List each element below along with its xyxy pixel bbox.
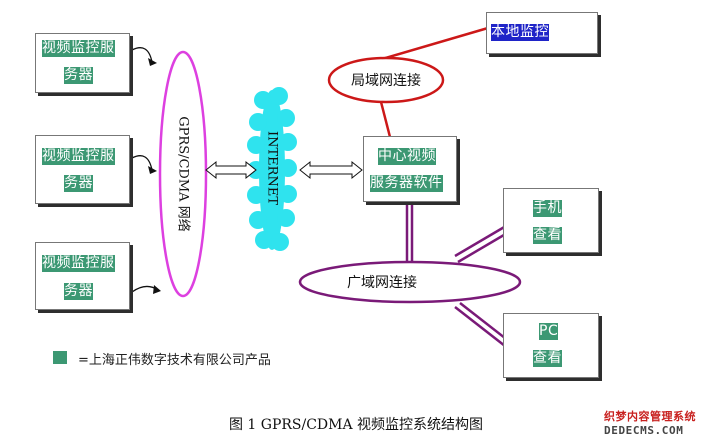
server-label-line1: 中心视频 bbox=[378, 148, 436, 165]
gprs-ellipse bbox=[158, 50, 208, 298]
lan-line-to-local bbox=[371, 26, 489, 64]
lan-label: 局域网连接 bbox=[351, 72, 421, 89]
wan-line-phone-a bbox=[454, 224, 507, 258]
camera-arrow-2 bbox=[131, 155, 153, 171]
figure-caption: 图 1 GPRS/CDMA 视频监控系统结构图 bbox=[228, 417, 484, 433]
internet-label: INTERNET bbox=[265, 131, 280, 205]
camera-server-label-line2: 务器 bbox=[64, 175, 93, 192]
camera-server-label-line1: 视频监控服 bbox=[42, 40, 115, 57]
camera-arrow-1 bbox=[131, 47, 153, 63]
camera-arrowhead-3 bbox=[153, 285, 161, 294]
pc-view-box: PC 查看 bbox=[503, 313, 599, 378]
phone-view-box: 手机 查看 bbox=[503, 188, 599, 253]
pc-label-line1: PC bbox=[539, 323, 559, 340]
camera-arrowhead-1 bbox=[148, 58, 157, 66]
wan-label: 广域网连接 bbox=[347, 274, 417, 291]
phone-label-line1: 手机 bbox=[533, 200, 562, 217]
camera-server-box-3: 视频监控服 务器 bbox=[35, 242, 130, 310]
camera-server-label-line2: 务器 bbox=[64, 283, 93, 300]
watermark-line2: DEDECMS.COM bbox=[604, 424, 684, 437]
lan-ellipse bbox=[327, 56, 445, 104]
camera-server-box-2: 视频监控服 务器 bbox=[35, 135, 130, 204]
lan-line-to-server bbox=[378, 97, 392, 138]
local-monitor-box: 本地监控 bbox=[486, 12, 598, 54]
camera-server-label-line1: 视频监控服 bbox=[42, 148, 115, 165]
camera-arrowhead-2 bbox=[148, 166, 157, 174]
watermark-line1: 织梦内容管理系统 bbox=[604, 410, 696, 423]
wan-line-pc-b bbox=[459, 302, 511, 343]
arrow-gprs-internet bbox=[205, 160, 257, 180]
wan-ellipse bbox=[298, 260, 522, 304]
camera-server-label-line2: 务器 bbox=[64, 67, 93, 84]
phone-label-line2: 查看 bbox=[533, 227, 562, 244]
camera-server-box-1: 视频监控服 务器 bbox=[35, 33, 130, 93]
pc-label-line2: 查看 bbox=[533, 350, 562, 367]
watermark: 织梦内容管理系统 DEDECMS.COM bbox=[604, 408, 708, 440]
wan-line-pc-a bbox=[454, 306, 506, 347]
legend-swatch bbox=[53, 351, 67, 364]
wan-line-phone-b bbox=[457, 230, 510, 264]
central-video-server-box: 中心视频 服务器软件 bbox=[363, 136, 457, 202]
camera-server-label-line1: 视频监控服 bbox=[42, 255, 115, 272]
server-label-line2: 服务器软件 bbox=[370, 175, 443, 192]
arrow-internet-server bbox=[299, 160, 363, 180]
legend-text: =上海正伟数字技术有限公司产品 bbox=[78, 353, 271, 368]
local-monitor-label: 本地监控 bbox=[491, 24, 549, 41]
gprs-label: GPRS/CDMA 网络 bbox=[176, 116, 192, 231]
